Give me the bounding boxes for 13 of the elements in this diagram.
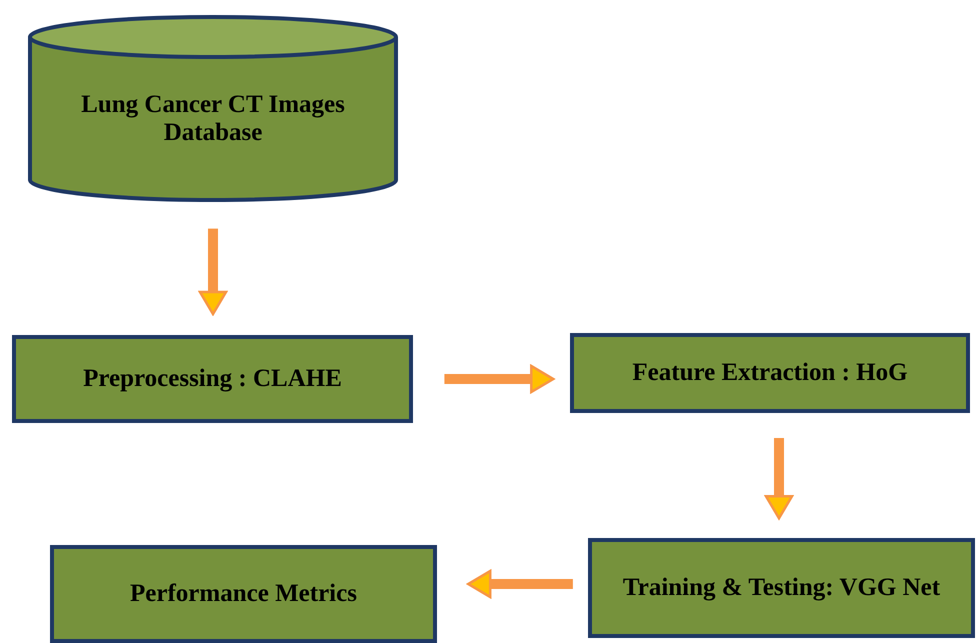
node-label: Lung Cancer CT Images Database [80,90,346,146]
process-box [12,335,413,423]
arrow [444,364,555,394]
process-box [570,333,970,413]
node-label: Feature Extraction : HoG [631,359,909,387]
process-box [50,545,437,643]
arrow [764,438,794,520]
node-label: Performance Metrics [129,580,358,608]
arrow [466,570,573,598]
node-label: Preprocessing : CLAHE [82,365,343,393]
arrow [198,228,228,316]
node-label: Training & Testing: VGG Net [622,574,942,602]
process-box [588,538,975,638]
